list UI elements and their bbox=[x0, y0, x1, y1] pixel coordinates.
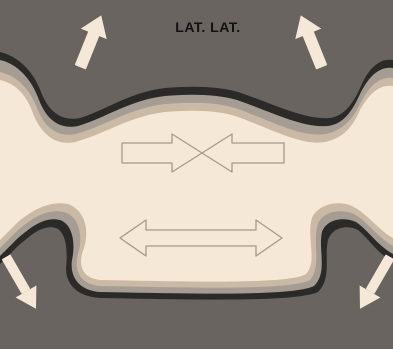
lat-lat-label: LAT. LAT. bbox=[175, 19, 240, 35]
